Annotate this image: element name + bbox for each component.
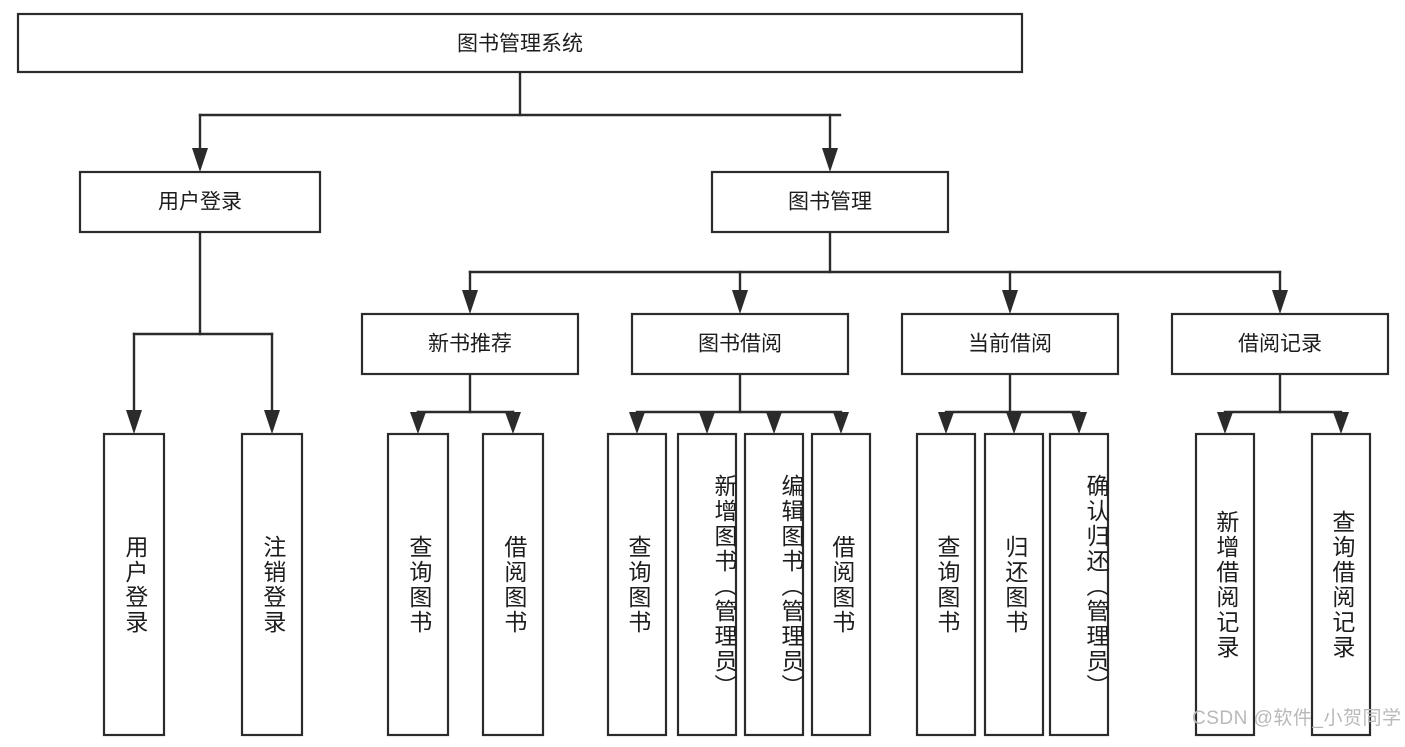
arrow-head-leaf-edit-book [766,412,782,434]
arrow-head-leaf-user-login [126,410,142,434]
node-current-borrow-box[interactable] [900,312,1120,376]
arrow-head-leaf-add-book [699,412,715,434]
arrow-head-leaf-query-record [1333,412,1349,434]
node-current-borrow[interactable]: 当前借阅 [900,312,1120,376]
node-leaf-query-book-cur-box[interactable] [915,432,977,737]
node-book-manage-label: 图书管理 [788,191,872,214]
arrow-head-new-book-recommend [462,290,478,314]
connector-book-manage-to-level3 [462,230,1288,314]
node-new-book-recommend[interactable]: 新书推荐 [360,312,580,376]
arrow-head-leaf-return-book [1006,412,1022,434]
node-book-borrow-box[interactable] [630,312,850,376]
node-book-borrow[interactable]: 图书借阅 [630,312,850,376]
node-leaf-borrow-book-rec-box[interactable] [481,432,545,737]
connector-borrow-record-to-leaves [1217,372,1349,434]
node-borrow-record[interactable]: 借阅记录 [1170,312,1390,376]
arrow-head-leaf-borrow-book-rec [505,412,521,434]
node-new-book-recommend-box[interactable] [360,312,580,376]
node-borrow-record-box[interactable] [1170,312,1390,376]
node-leaf-query-book-borrow-box[interactable] [606,432,668,737]
node-book-borrow-label: 图书借阅 [698,333,782,356]
node-leaf-add-book-box[interactable] [676,432,738,737]
node-leaf-borrow-book-box[interactable] [810,432,872,737]
node-leaf-user-logout-box[interactable] [240,432,304,737]
arrow-head-book-borrow [732,290,748,314]
node-leaf-return-book-box[interactable] [983,432,1045,737]
connector-current-borrow-to-leaves [938,372,1087,434]
node-root[interactable]: 图书管理系统 [16,12,1024,74]
arrow-head-leaf-borrow-book [833,412,849,434]
connector-root-to-level2 [192,70,842,172]
connector-new-book-recommend-to-leaves [410,372,521,434]
node-leaf-confirm-return-box[interactable] [1048,432,1110,737]
arrow-head-leaf-add-record [1217,412,1233,434]
connector-user-login-to-leaves [126,230,280,434]
arrow-head-leaf-query-book-rec [410,412,426,434]
node-leaf-user-login-box[interactable] [102,432,166,737]
node-leaf-query-record-box[interactable] [1310,432,1372,737]
connector-book-borrow-to-leaves [629,372,849,434]
node-borrow-record-label: 借阅记录 [1238,333,1322,356]
arrow-head-borrow-record [1272,290,1288,314]
node-root-label: 图书管理系统 [457,33,583,56]
arrow-head-book-manage [822,148,838,172]
arrow-head-leaf-user-logout [264,410,280,434]
arrow-head-user-login [192,148,208,172]
node-leaf-query-book-rec-box[interactable] [386,432,450,737]
arrow-head-leaf-confirm-return [1071,412,1087,434]
arrow-head-leaf-query-book-borrow [629,412,645,434]
node-new-book-recommend-label: 新书推荐 [428,333,512,356]
node-user-login-label: 用户登录 [158,191,242,214]
node-user-login[interactable]: 用户登录 [78,170,322,234]
node-user-login-box[interactable] [78,170,322,234]
node-leaf-edit-book-box[interactable] [743,432,805,737]
arrow-head-leaf-query-book-cur [938,412,954,434]
arrow-head-current-borrow [1002,290,1018,314]
node-book-manage[interactable]: 图书管理 [710,170,950,234]
node-book-manage-box[interactable] [710,170,950,234]
node-current-borrow-label: 当前借阅 [968,333,1052,356]
node-root-box[interactable] [16,12,1024,74]
csdn-watermark: CSDN @软件_小贺同学 [1192,708,1402,729]
node-leaf-add-record-box[interactable] [1194,432,1256,737]
